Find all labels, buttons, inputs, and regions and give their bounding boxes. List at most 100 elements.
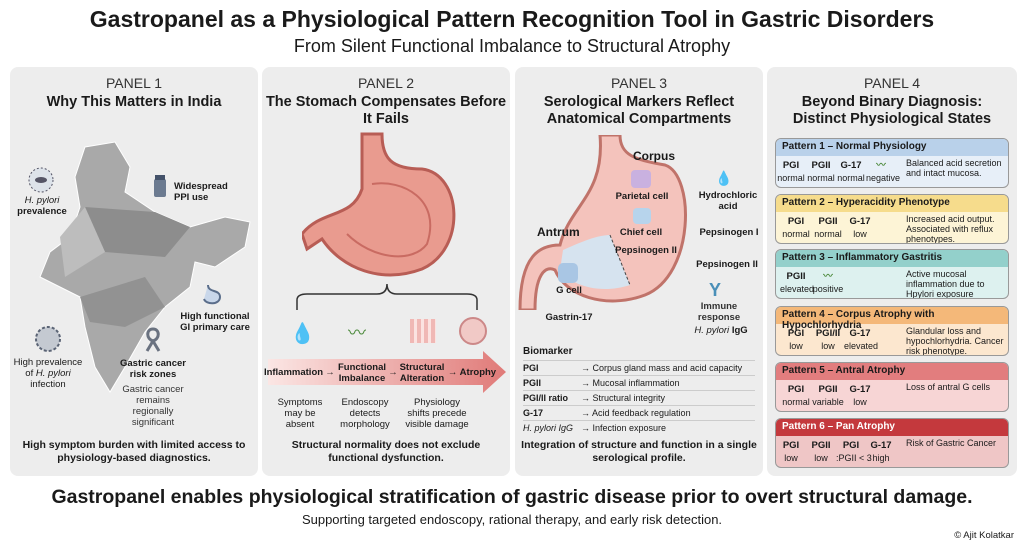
pattern-description: Risk of Gastric Cancer xyxy=(906,438,997,448)
antrum-label: Antrum xyxy=(537,225,580,239)
panel-2: PANEL 2 The Stomach Compensates Before I… xyxy=(262,67,510,476)
subtitle: From Silent Functional Imbalance to Stru… xyxy=(293,36,731,56)
corpus-label: Corpus xyxy=(633,149,675,163)
pattern-title: Pattern 2 – Hyperacidity Phenotype xyxy=(776,195,1008,212)
cancer-ribbon-icon xyxy=(145,327,161,352)
pattern-title: Pattern 3 – Inflammatory Gastritis xyxy=(776,250,1008,267)
cancer-note: Gastric cancer remains regionally signif… xyxy=(122,384,184,428)
flow-arrow: → xyxy=(325,367,335,378)
gastrin-17-label: Gastrin-17 xyxy=(545,312,593,323)
brace-icon xyxy=(296,283,478,310)
pattern-description: Active mucosal inflammation due to Hpylo… xyxy=(906,269,985,299)
bacteria-icon: 〰 xyxy=(876,160,886,171)
stomach-illustration-icon xyxy=(302,132,456,277)
panel-number: PANEL 1 xyxy=(105,75,163,91)
pattern-card: Pattern 4 – Corpus Atrophy with Hypochlo… xyxy=(775,306,1009,356)
g-cell-icon xyxy=(558,263,578,283)
immune-response-label: Immune response xyxy=(697,301,741,323)
atrophy-icon xyxy=(459,317,487,345)
stomach-icon xyxy=(203,284,222,305)
panel-title: Serological Markers Reflect Anatomical C… xyxy=(543,94,735,127)
panel-number: PANEL 2 xyxy=(357,75,415,91)
pattern-description: Increased acid output. Associated with r… xyxy=(906,214,995,244)
flow-functional-imbalance: Functional Imbalance xyxy=(337,362,387,384)
pill-bottle-icon xyxy=(154,175,166,197)
pattern-title: Pattern 6 – Pan Atrophy xyxy=(776,419,1008,436)
chief-cell-label: Chief cell xyxy=(619,227,663,238)
table-row: PGI→ Corpus gland mass and acid capacity xyxy=(523,360,755,374)
note-symptoms: Symptoms may be absent xyxy=(277,397,323,430)
panel-number: PANEL 3 xyxy=(610,75,668,91)
table-row: G-17→ Acid feedback regulation xyxy=(523,405,755,419)
panel-footer: Integration of structure and function in… xyxy=(521,439,757,464)
tissue-icon xyxy=(410,319,436,343)
parietal-cell-icon xyxy=(631,170,651,188)
bottom-subline: Supporting targeted endoscopy, rational … xyxy=(301,512,723,527)
virus-icon xyxy=(35,326,61,352)
panel-4: PANEL 4 Beyond Binary Diagnosis: Distinc… xyxy=(767,67,1017,476)
panel-footer: Structural normality does not exclude fu… xyxy=(291,439,481,464)
panel-footer: High symptom burden with limited access … xyxy=(22,439,246,464)
table-row: PGI/II ratio→ Structural integrity xyxy=(523,390,755,404)
flow-arrow: → xyxy=(388,367,398,378)
panel-title: Why This Matters in India xyxy=(46,94,222,110)
pattern-description: Balanced acid secretion and intact mucos… xyxy=(906,158,1002,178)
pepsinogen-ii-label: Pepsinogen II xyxy=(696,259,758,270)
marker: 〰positive xyxy=(812,271,844,294)
flow-structural-alteration: Structural Alteration xyxy=(399,362,445,384)
credit: © Ajit Kolatkar xyxy=(954,530,1014,541)
note-physiology: Physiology shifts precede visible damage xyxy=(405,397,469,430)
droplet-icon: 💧 xyxy=(290,323,315,345)
pattern-description: Loss of antral G cells xyxy=(906,382,991,392)
chief-cell-icon xyxy=(633,208,651,224)
pepsinogen-i-label: Pepsinogen I xyxy=(699,227,759,238)
panel-number: PANEL 4 xyxy=(863,75,921,91)
flow-inflammation: Inflammation xyxy=(263,367,324,378)
parietal-cell-label: Parietal cell xyxy=(615,191,669,202)
panel-title: The Stomach Compensates Before It Fails xyxy=(265,94,507,127)
pepsinogen-ii-inner: Pepsinogen II xyxy=(615,245,677,256)
main-title: Gastropanel as a Physiological Pattern R… xyxy=(89,6,935,32)
panel-3: PANEL 3 Serological Markers Reflect Anat… xyxy=(515,67,763,476)
bacteria-icon: 〰 xyxy=(823,271,833,282)
pattern-description: Glandular loss and hypochlorhydria. Canc… xyxy=(906,326,1004,356)
marker: 〰negative xyxy=(866,160,901,183)
flow-atrophy: → Atrophy xyxy=(447,367,497,378)
marker: PGI:PGII < 3 xyxy=(836,440,872,463)
pattern-title: Pattern 1 – Normal Physiology xyxy=(776,139,1008,156)
table-row: PGII→ Mucosal inflammation xyxy=(523,375,755,389)
antibody-icon: Y xyxy=(709,280,722,300)
pattern-title: Pattern 4 – Corpus Atrophy with Hypochlo… xyxy=(776,307,1008,331)
bacteria-icon: 〰 xyxy=(348,323,366,343)
hpylori-igg-label: H. pylori IgG xyxy=(694,325,748,336)
bottom-headline: Gastropanel enables physiological strati… xyxy=(51,486,973,508)
panel-1: PANEL 1 Why This Matters in India H. pyl… xyxy=(10,67,258,476)
pattern-title: Pattern 5 – Antral Atrophy xyxy=(776,363,1008,380)
bacteria-icon xyxy=(28,167,54,193)
droplet-icon: 💧 xyxy=(715,170,733,186)
table-row: H. pylori IgG→ Infection exposure xyxy=(523,420,755,434)
